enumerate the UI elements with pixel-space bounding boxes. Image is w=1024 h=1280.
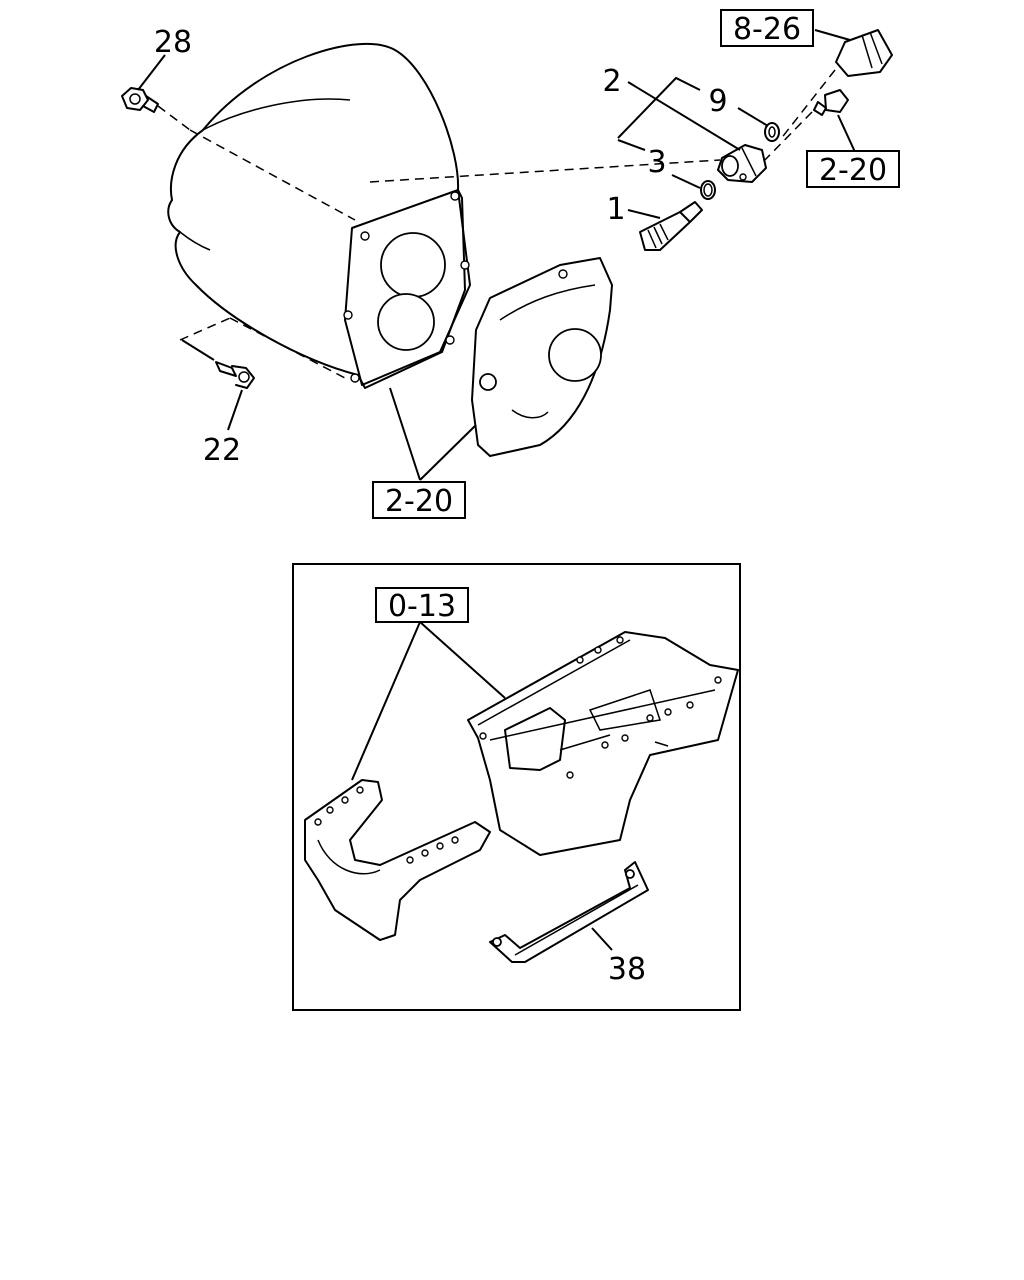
ref-label-8-26[interactable]: 8-26	[733, 12, 801, 47]
bolt-22[interactable]	[215, 361, 255, 389]
transmission-housing[interactable]	[167, 42, 471, 389]
seal-ring-9[interactable]	[764, 122, 780, 142]
callout-1: 1	[606, 192, 625, 227]
ref-box-0-13[interactable]	[375, 587, 469, 623]
sleeve-housing-2[interactable]	[717, 144, 767, 183]
bolt-right[interactable]	[813, 89, 849, 116]
callout-3: 3	[647, 145, 666, 180]
speed-sensor-part[interactable]	[835, 29, 893, 77]
ref-box-2-20-bottom[interactable]	[372, 481, 466, 519]
callout-9: 9	[708, 84, 727, 119]
bracket-38[interactable]	[489, 861, 649, 963]
oil-pan[interactable]	[467, 631, 739, 856]
o-ring-3[interactable]	[700, 180, 716, 200]
ref-box-2-20-right[interactable]	[806, 150, 900, 188]
callout-22: 22	[203, 433, 241, 468]
ref-label-2-20-bottom[interactable]: 2-20	[385, 484, 453, 519]
adapter-plate[interactable]	[471, 257, 613, 457]
ref-label-0-13[interactable]: 0-13	[388, 589, 456, 624]
callout-28: 28	[154, 25, 192, 60]
oil-pan-gasket[interactable]	[304, 779, 491, 941]
callout-38: 38	[608, 952, 646, 987]
ref-label-2-20-right[interactable]: 2-20	[819, 153, 887, 188]
callout-2: 2	[602, 64, 621, 99]
ref-box-8-26[interactable]	[720, 9, 814, 47]
bolt-28[interactable]	[121, 87, 159, 113]
driven-gear-1[interactable]	[639, 201, 703, 251]
